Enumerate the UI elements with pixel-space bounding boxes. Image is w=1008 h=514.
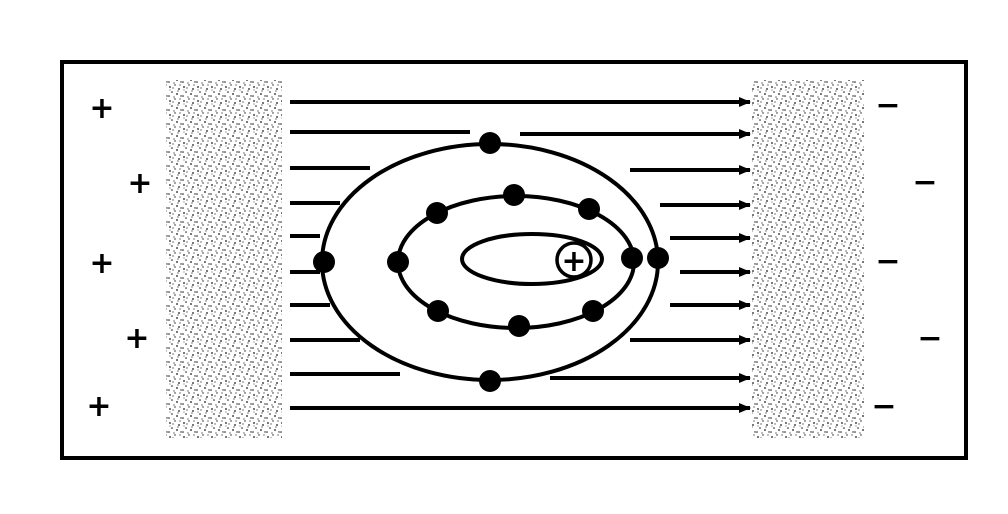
- positive-sign: +: [89, 91, 114, 126]
- electron: [647, 247, 669, 269]
- negative-sign: −: [912, 165, 937, 200]
- negative-sign: −: [875, 244, 900, 279]
- electron: [578, 198, 600, 220]
- electron: [621, 247, 643, 269]
- innermost-orbit: [460, 232, 604, 286]
- nucleus: +: [555, 241, 593, 279]
- negative-signs: − − − − −: [871, 88, 942, 424]
- electron: [479, 370, 501, 392]
- electron: [387, 251, 409, 273]
- electron: [479, 132, 501, 154]
- electron: [426, 202, 448, 224]
- electron: [427, 300, 449, 322]
- positive-sign: +: [127, 166, 152, 201]
- nucleus-circle: [555, 241, 593, 279]
- electron: [313, 251, 335, 273]
- negative-sign: −: [875, 88, 900, 123]
- positive-sign: +: [124, 321, 149, 356]
- negative-plate: [752, 80, 864, 438]
- electron: [503, 184, 525, 206]
- positive-signs: + + + + +: [86, 91, 152, 424]
- positive-sign: +: [86, 389, 111, 424]
- field-lines: [290, 97, 751, 413]
- electrons: [313, 132, 669, 392]
- negative-sign: −: [917, 321, 942, 356]
- negative-sign: −: [871, 389, 896, 424]
- positive-sign: +: [89, 246, 114, 281]
- nucleus-symbol: +: [561, 244, 586, 279]
- positive-plate: [166, 80, 282, 438]
- electron: [508, 315, 530, 337]
- electron: [582, 300, 604, 322]
